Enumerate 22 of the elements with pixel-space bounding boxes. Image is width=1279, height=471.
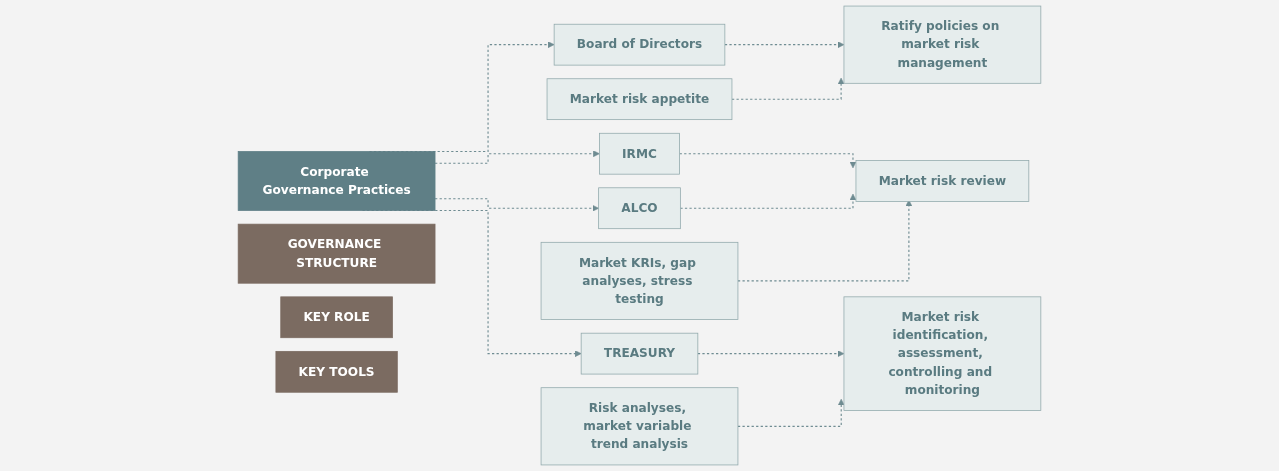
node-box: Market KRIs, gap analyses, stress testing bbox=[540, 241, 739, 320]
arrow bbox=[724, 41, 845, 48]
node-box: Ratify policies on market risk management bbox=[843, 5, 1042, 84]
arrow bbox=[679, 153, 857, 169]
arrow bbox=[679, 193, 857, 209]
node-box: GOVERNANCE STRUCTURE bbox=[237, 223, 436, 284]
node-box: TREASURY bbox=[580, 332, 699, 375]
node-box: ALCO bbox=[598, 187, 681, 230]
node-box: Risk analyses, market variable trend analysis bbox=[540, 387, 739, 466]
arrow bbox=[737, 398, 845, 427]
node-box: IRMC bbox=[599, 132, 680, 175]
node-box: Market risk review bbox=[855, 160, 1030, 202]
node-box: Market risk appetite bbox=[546, 78, 733, 120]
arrow bbox=[731, 77, 845, 100]
node-box: Board of Directors bbox=[553, 23, 726, 66]
node-box: Corporate Governance Practices bbox=[237, 151, 436, 211]
arrow bbox=[434, 150, 600, 164]
arrow bbox=[434, 198, 599, 212]
node-box: Market risk identification, assessment, controlling and monitoring bbox=[843, 296, 1042, 411]
arrow bbox=[697, 350, 845, 357]
node-box: KEY TOOLS bbox=[275, 351, 398, 393]
node-box: KEY ROLE bbox=[280, 296, 393, 339]
